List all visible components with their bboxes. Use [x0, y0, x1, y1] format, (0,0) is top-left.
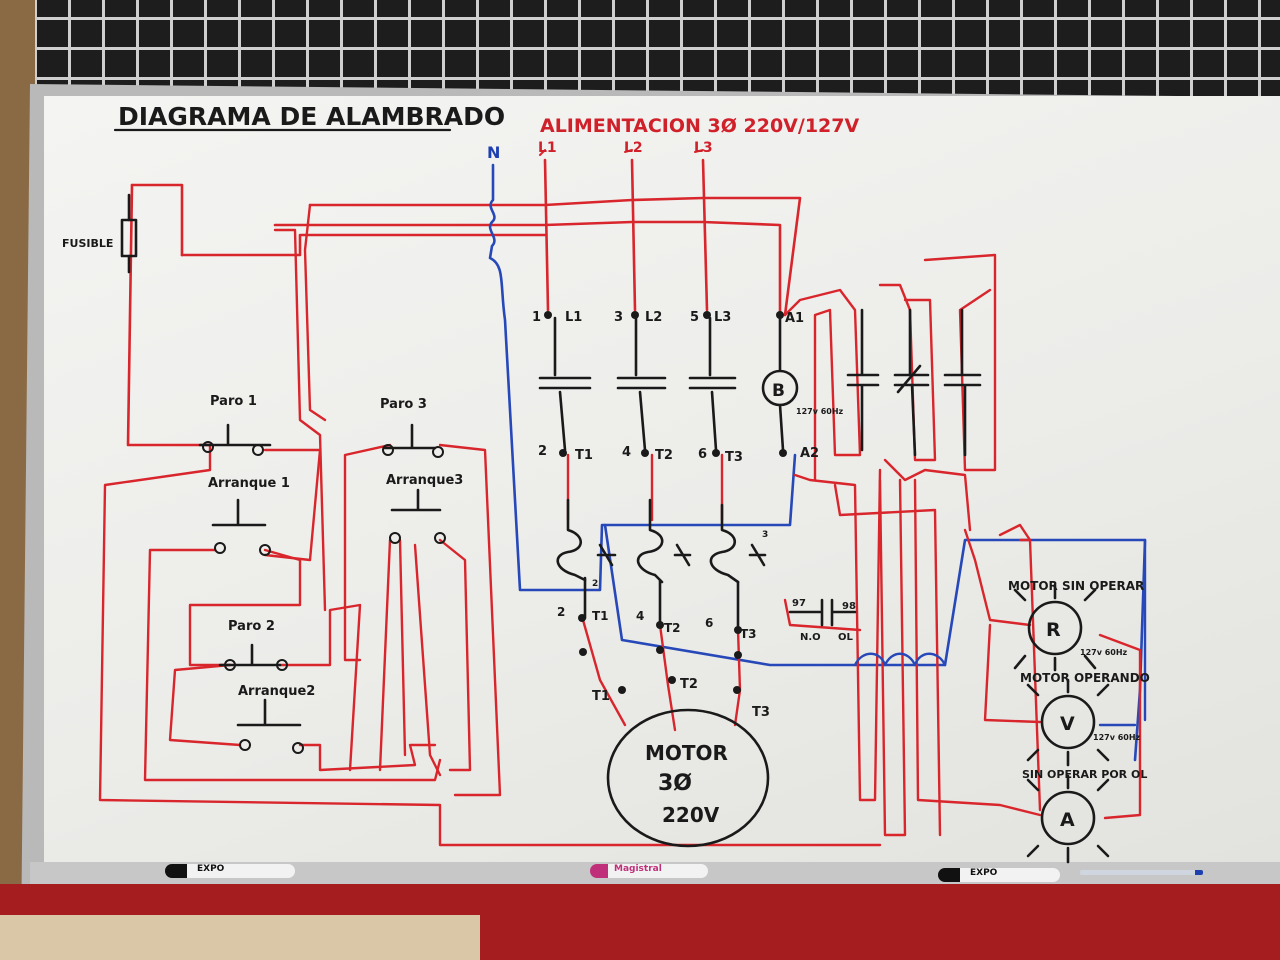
- contact-3: [688, 316, 737, 452]
- line-l3-label: L3: [694, 140, 713, 156]
- line-l2-label: L2: [624, 140, 643, 156]
- fuse-label: FUSIBLE: [62, 237, 113, 250]
- term-3: 3: [614, 310, 623, 325]
- lamp-red: [1027, 600, 1083, 656]
- wooden-shelf: [0, 915, 480, 960]
- marker-expo-1-label: EXPO: [197, 864, 225, 874]
- control-wires: [98, 203, 882, 847]
- marker-expo-2[interactable]: EXPO: [938, 868, 1060, 882]
- term-l3: L3: [714, 310, 731, 325]
- overload-heater-1: [556, 498, 587, 582]
- component-symbols: [120, 193, 1110, 864]
- lamp-v-caption: MOTOR OPERANDO: [1020, 671, 1150, 685]
- ol-out-2: 2: [557, 605, 565, 619]
- lamp-amber: [1040, 790, 1096, 846]
- marker-expo-1[interactable]: EXPO: [165, 864, 295, 878]
- arranque3-button: [390, 488, 442, 512]
- term-1: 1: [532, 310, 541, 325]
- lamp-a-caption: SIN OPERAR POR OL: [1022, 768, 1147, 781]
- overload-heater-3: [709, 503, 740, 584]
- supply-label: ALIMENTACION 3Ø 220V/127V: [540, 115, 859, 137]
- ol-out-t3: T3: [740, 627, 757, 641]
- pen[interactable]: [1080, 870, 1203, 875]
- lamp-green: [1040, 694, 1096, 750]
- lamp-a-letter: A: [1060, 809, 1075, 831]
- terminal-dots: [544, 311, 787, 694]
- ol-out-t1: T1: [592, 609, 609, 623]
- paro3-button: [383, 423, 437, 450]
- motor-t3: T3: [752, 705, 770, 720]
- lamp-r-caption: MOTOR SIN OPERAR: [1008, 579, 1144, 593]
- paro2-label: Paro 2: [228, 619, 275, 634]
- line-l1-label: L1: [538, 140, 557, 156]
- ol-out-4: 4: [636, 609, 644, 623]
- arranque3-label: Arranque3: [386, 473, 463, 488]
- ol-out-t2: T2: [664, 621, 681, 635]
- lamp-v-letter: V: [1060, 713, 1075, 735]
- lamp-v-rating: 127v 60Hz: [1093, 733, 1141, 742]
- aux-contact-wires: [783, 253, 1142, 837]
- arranque2-button: [236, 698, 302, 727]
- fuse-symbol: [120, 218, 138, 258]
- marker-magistral-label: Magistral: [614, 864, 662, 874]
- term-2: 2: [538, 444, 547, 459]
- term-t2: T2: [655, 448, 673, 463]
- motor-line2: 3Ø: [658, 771, 692, 796]
- term-t3: T3: [725, 450, 743, 465]
- motor-t2: T2: [680, 677, 698, 692]
- paro2-button: [218, 643, 282, 667]
- term-5: 5: [690, 310, 699, 325]
- motor-symbol: [606, 708, 770, 848]
- ol-mark-3: 3: [762, 530, 768, 540]
- marker-expo-2-label: EXPO: [970, 868, 998, 878]
- lamp-r-rating: 127v 60Hz: [1080, 648, 1128, 657]
- arranque2-label: Arranque2: [238, 684, 315, 699]
- contact-1: [538, 316, 592, 452]
- paro3-label: Paro 3: [380, 397, 427, 412]
- term-t1: T1: [575, 448, 593, 463]
- aux-98: 98: [842, 601, 856, 612]
- paro1-label: Paro 1: [210, 394, 257, 409]
- coil-letter: B: [772, 381, 785, 401]
- motor-line1: MOTOR: [645, 741, 728, 765]
- ol-out-6: 6: [705, 616, 713, 630]
- motor-line3: 220V: [662, 803, 720, 827]
- arranque1-label: Arranque 1: [208, 476, 290, 491]
- term-4: 4: [622, 445, 631, 460]
- arranque1-button: [211, 498, 267, 527]
- aux-97: 97: [792, 598, 806, 609]
- coil-rating: 127v 60Hz: [796, 407, 844, 416]
- aux-contact-2: [893, 308, 930, 457]
- lamp-r-letter: R: [1046, 619, 1061, 641]
- diagram-title: DIAGRAMA DE ALAMBRADO: [118, 102, 505, 131]
- ol-mark-2: 2: [592, 579, 598, 589]
- term-6: 6: [698, 447, 707, 462]
- marker-magistral[interactable]: Magistral: [590, 864, 708, 878]
- motor-t1: T1: [592, 689, 610, 704]
- aux-contact-3: [943, 308, 982, 457]
- whiteboard: [44, 96, 1280, 866]
- contact-2: [616, 316, 667, 452]
- aux-contact-1: [846, 308, 880, 452]
- term-a1: A1: [785, 311, 804, 326]
- aux-no: N.O: [800, 632, 821, 643]
- aux-ol: OL: [838, 632, 854, 643]
- term-l1: L1: [565, 310, 582, 325]
- line-n-label: N: [487, 143, 500, 162]
- term-l2: L2: [645, 310, 662, 325]
- term-a2: A2: [800, 446, 819, 461]
- lamp-neutral-wires: [853, 538, 1147, 727]
- supply-wires: [126, 158, 802, 447]
- overload-heater-2: [636, 498, 664, 584]
